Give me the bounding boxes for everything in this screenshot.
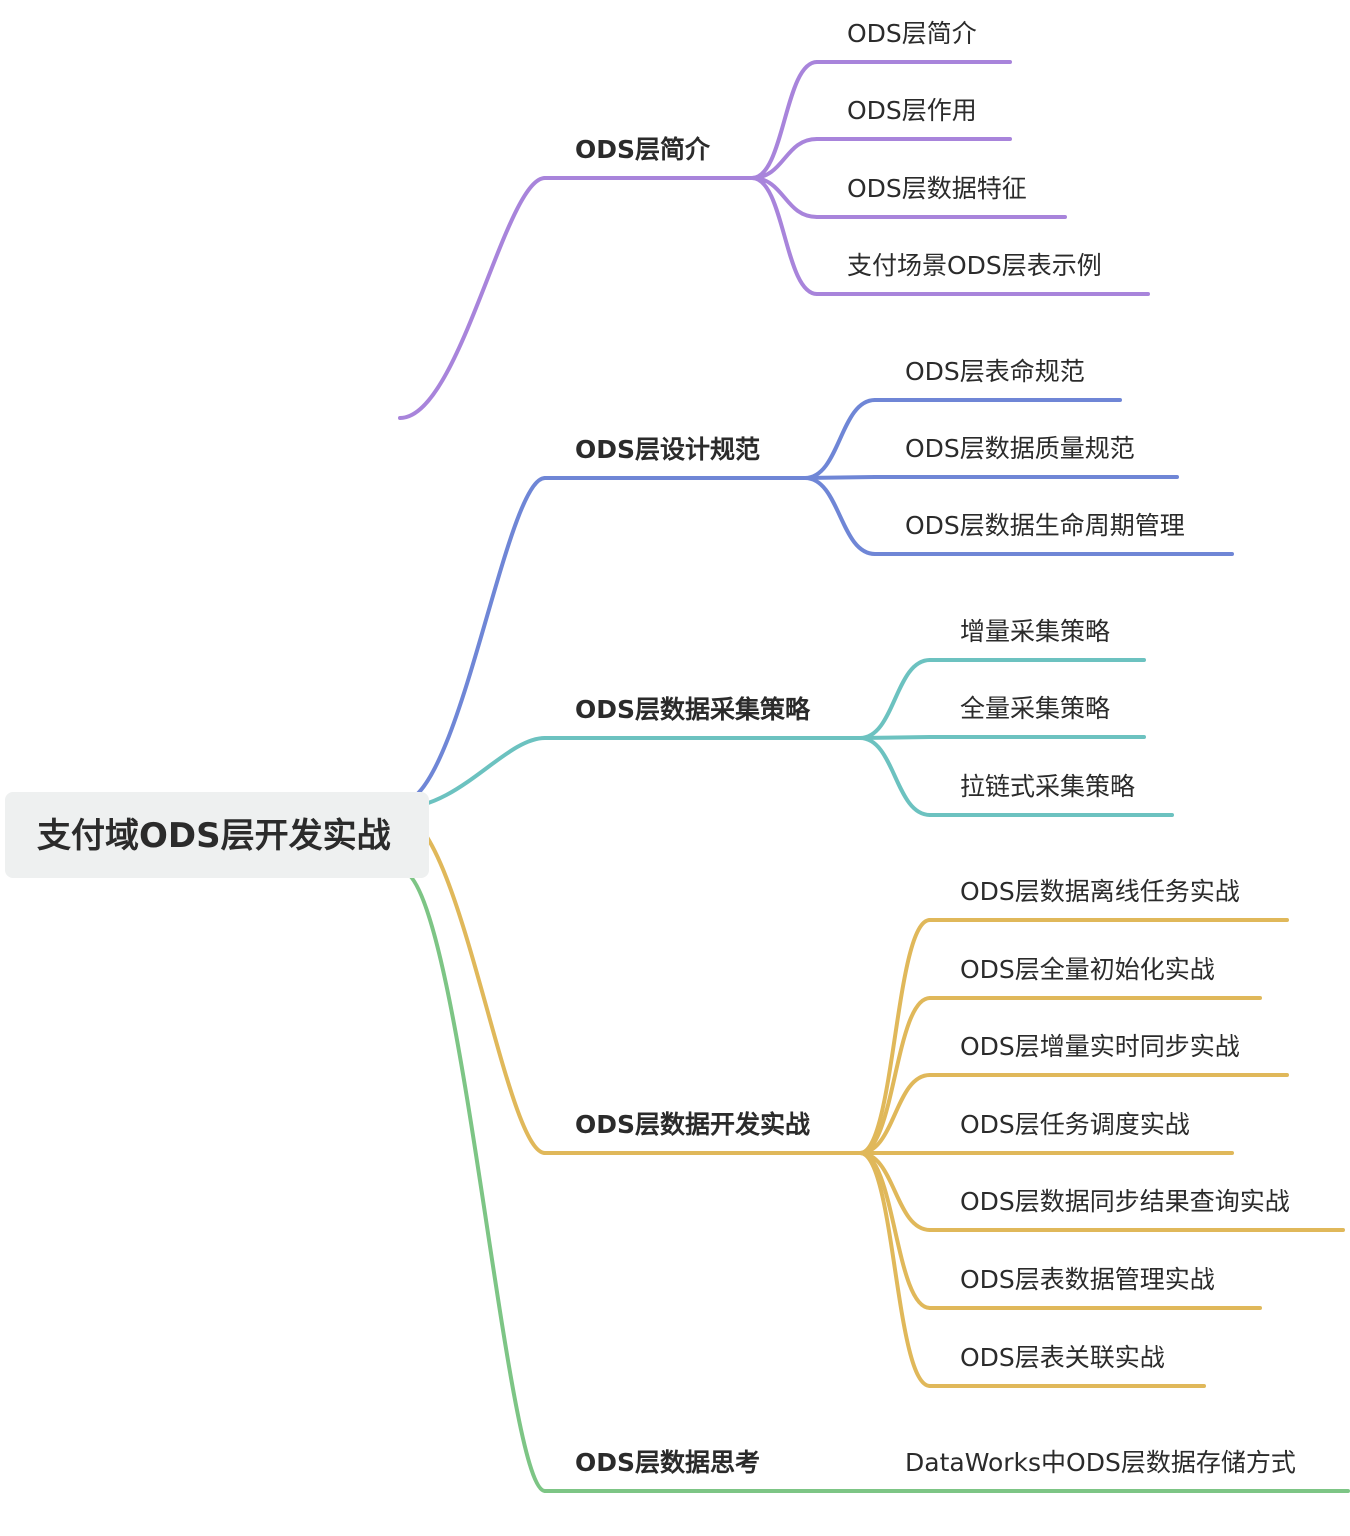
edge-branch-4-to-child-3 [858,1073,932,1155]
branch-node-1-label[interactable]: ODS层简介 [575,135,711,164]
edge-branch-3-to-child-2 [858,735,932,740]
leaf-node-2-3-label[interactable]: ODS层数据生命周期管理 [905,511,1185,540]
edge-branch-4-to-child-2 [858,996,932,1155]
edge-branch-2-to-child-3 [803,476,877,556]
edge-root-to-branch-1 [398,176,547,420]
edge-layer [398,60,1350,1493]
leaf-node-3-2-label[interactable]: 全量采集策略 [960,694,1110,723]
edge-root-to-branch-5 [398,868,547,1493]
edge-branch-4-to-child-6 [858,1151,932,1310]
leaf-node-2-1-label[interactable]: ODS层表命规范 [905,357,1085,386]
edge-branch-3-to-child-3 [858,736,932,817]
edge-branch-2-to-child-2 [803,475,877,480]
edge-branch-1-to-child-4 [750,176,819,296]
branch-node-5-label[interactable]: ODS层数据思考 [575,1448,760,1477]
leaf-node-1-4-label[interactable]: 支付场景ODS层表示例 [847,251,1102,280]
leaf-node-4-6-label[interactable]: ODS层表数据管理实战 [960,1265,1215,1294]
leaf-node-3-1-label[interactable]: 增量采集策略 [960,617,1110,646]
root-node-label: 支付域ODS层开发实战 [37,816,391,856]
leaf-node-5-1-label[interactable]: DataWorks中ODS层数据存储方式 [905,1448,1296,1477]
edge-branch-1-to-child-1 [750,60,819,180]
edge-branch-4-to-child-7 [858,1151,932,1388]
edge-branch-1-to-child-2 [750,137,819,180]
root-node-box [5,792,429,878]
leaf-node-1-1-label[interactable]: ODS层简介 [847,19,977,48]
edge-branch-4-to-child-1 [858,918,932,1155]
leaf-node-4-7-label[interactable]: ODS层表关联实战 [960,1343,1165,1372]
leaf-node-4-1-label[interactable]: ODS层数据离线任务实战 [960,877,1240,906]
leaf-node-4-4-label[interactable]: ODS层任务调度实战 [960,1110,1190,1139]
leaf-node-4-3-label[interactable]: ODS层增量实时同步实战 [960,1032,1240,1061]
leaf-node-4-2-label[interactable]: ODS层全量初始化实战 [960,955,1215,984]
edge-branch-2-to-child-1 [803,398,877,480]
edge-root-to-branch-2 [398,476,547,805]
branch-node-2-label[interactable]: ODS层设计规范 [575,435,760,464]
leaf-node-2-2-label[interactable]: ODS层数据质量规范 [905,434,1135,463]
leaf-node-4-5-label[interactable]: ODS层数据同步结果查询实战 [960,1187,1290,1216]
branch-node-3-label[interactable]: ODS层数据采集策略 [575,695,811,724]
branch-node-4-label[interactable]: ODS层数据开发实战 [575,1110,810,1139]
edge-branch-3-to-child-1 [858,658,932,740]
leaf-node-3-3-label[interactable]: 拉链式采集策略 [960,772,1135,801]
root-node[interactable]: 支付域ODS层开发实战 [5,792,429,878]
leaf-node-1-3-label[interactable]: ODS层数据特征 [847,174,1027,203]
leaf-node-1-2-label[interactable]: ODS层作用 [847,96,977,125]
